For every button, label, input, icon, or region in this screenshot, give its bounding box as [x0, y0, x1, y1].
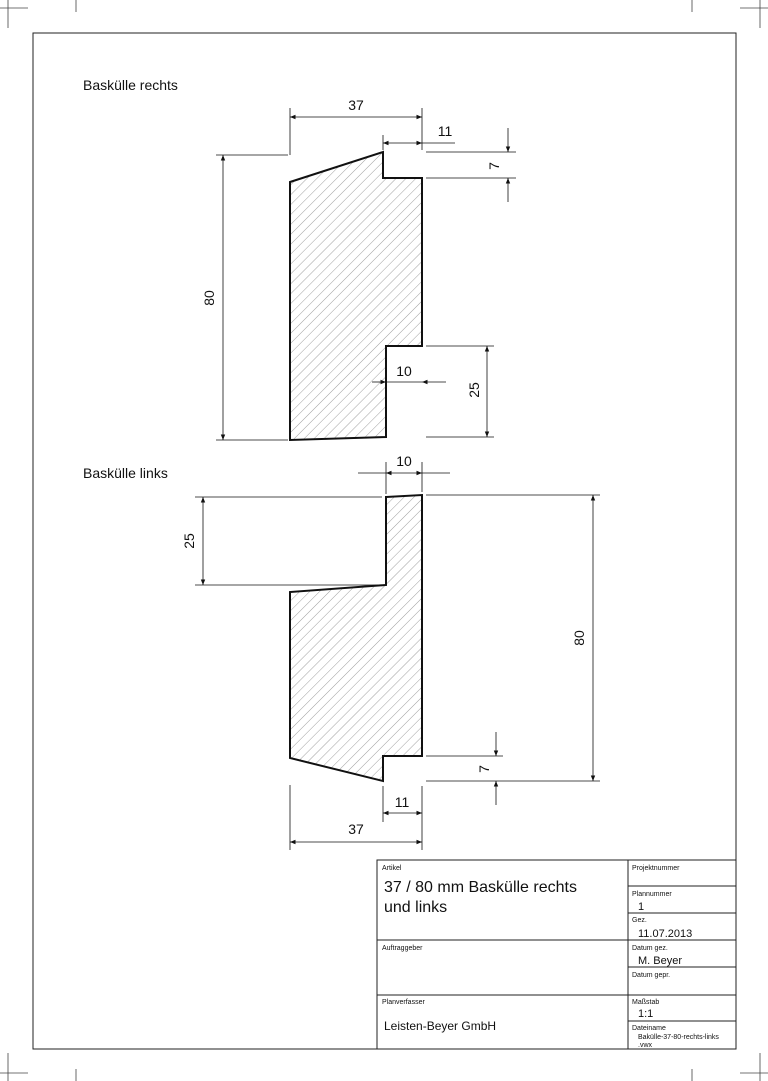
dateiname-label: Dateiname: [632, 1025, 666, 1032]
dim-label: 10: [396, 363, 412, 379]
massstab-value: 1:1: [638, 1008, 653, 1020]
dimensions-left: [195, 462, 600, 850]
planverfasser-label: Planverfasser: [382, 999, 425, 1006]
dim-label: 37: [348, 821, 364, 837]
dim-label: 10: [396, 453, 412, 469]
dim-label: 80: [201, 290, 217, 306]
title-block-text: Artikel 37 / 80 mm Baskülle rechts und l…: [382, 865, 719, 1049]
gez-value: 11.07.2013: [638, 928, 692, 940]
dateiname-value-line2: .vwx: [638, 1042, 653, 1049]
dim-label: 7: [486, 162, 502, 170]
dateiname-value: Bakülle-37-80-rechts-links: [638, 1034, 719, 1041]
profile-left: [289, 493, 423, 783]
dim-label: 11: [395, 794, 410, 810]
datum-gepr-label: Datum gepr.: [632, 972, 670, 979]
artikel-value: 37 / 80 mm Baskülle rechts: [384, 879, 577, 896]
dim-label: 7: [476, 765, 492, 773]
artikel-value-line2: und links: [384, 899, 447, 916]
auftraggeber-label: Auftraggeber: [382, 945, 423, 952]
dim-label: 25: [181, 533, 197, 549]
projektnummer-label: Projektnummer: [632, 865, 680, 872]
planverfasser-value: Leisten-Beyer GmbH: [384, 1019, 496, 1033]
datum-gez-value: M. Beyer: [638, 955, 682, 967]
artikel-label: Artikel: [382, 865, 402, 872]
gez-label: Gez.: [632, 917, 647, 924]
profile-right: [289, 150, 423, 442]
plannummer-value: 1: [638, 901, 644, 913]
section-title-left: Baskülle links: [83, 465, 168, 481]
dim-label: 80: [571, 630, 587, 646]
dim-label: 11: [438, 123, 453, 139]
dim-label: 25: [466, 382, 482, 398]
datum-gez-label: Datum gez.: [632, 945, 668, 952]
massstab-label: Maßstab: [632, 999, 659, 1006]
dim-label: 37: [348, 97, 364, 113]
section-title-right: Baskülle rechts: [83, 77, 178, 93]
dimensions-right: [216, 108, 516, 441]
dimension-labels-left: 10 25 80 7 11 37: [181, 453, 587, 837]
dimension-labels-right: 37 11 7 80 10 25: [201, 97, 502, 398]
title-block: [376, 859, 737, 1050]
plannummer-label: Plannummer: [632, 891, 672, 898]
